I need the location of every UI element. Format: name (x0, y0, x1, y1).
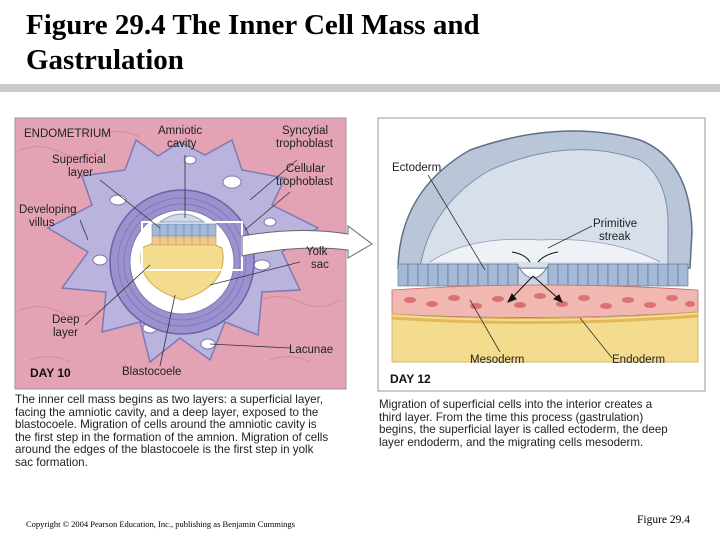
label-yolk-2: sac (311, 259, 329, 271)
label-syncytial-2: trophoblast (276, 138, 333, 150)
day10-caption: The inner cell mass begins as two layers… (15, 393, 363, 470)
day12-caption: Migration of superficial cells into the … (379, 398, 709, 449)
label-amniotic-cavity-1: Amniotic (158, 125, 203, 137)
figure-ref-footer: Figure 29.4 (637, 514, 691, 526)
label-developing-2: villus (29, 217, 55, 229)
superficial-layer-cells (151, 223, 217, 237)
caption-line: Migration of superficial cells into the … (379, 398, 653, 411)
label-endoderm: Endoderm (612, 354, 666, 366)
mesoderm-layer (391, 284, 699, 318)
primitive-streak (517, 264, 549, 287)
day10-leader-lines (79, 155, 301, 367)
label-blastocoele: Blastocoele (122, 366, 182, 378)
caption-line: layer endoderm, and the migrating cells … (379, 435, 644, 449)
label-syncytial-1: Syncytial (282, 125, 329, 137)
label-endometrium: ENDOMETRIUM (24, 128, 111, 140)
title-divider (0, 84, 720, 92)
caption-line: blastocoele. Migration of cells around t… (15, 418, 317, 432)
day10-label: DAY 10 (30, 366, 71, 380)
label-deep-2: layer (53, 327, 78, 339)
label-cellular-2: trophoblast (276, 176, 333, 188)
label-primitive-1: Primitive (593, 218, 638, 230)
ectoderm-cells (397, 263, 689, 287)
label-amniotic-cavity-2: cavity (167, 138, 197, 150)
caption-line: around the edges of the blastocoele is t… (15, 443, 314, 457)
caption-line: the first step in the formation of the a… (15, 430, 329, 444)
label-superficial-1: Superficial (52, 154, 106, 166)
copyright-footer: Copyright © 2004 Pearson Education, Inc.… (26, 519, 295, 529)
label-lacunae: Lacunae (289, 344, 334, 356)
label-ectoderm: Ectoderm (392, 162, 442, 174)
caption-line: begins, the superficial layer is called … (379, 423, 668, 437)
label-mesoderm: Mesoderm (470, 354, 525, 366)
day12-label: DAY 12 (390, 372, 431, 386)
caption-line: sac formation. (15, 455, 88, 469)
magnify-arrow (241, 225, 373, 259)
label-superficial-2: layer (68, 167, 93, 179)
endoderm-layer (391, 311, 699, 363)
caption-line: The inner cell mass begins as two layers… (15, 393, 324, 406)
caption-line: facing the amniotic cavity, and a deep l… (15, 405, 319, 419)
label-developing-1: Developing (19, 204, 77, 216)
label-cellular-1: Cellular (286, 163, 325, 175)
deep-layer-cells (151, 236, 217, 246)
caption-line: third layer. From the time this process … (379, 410, 644, 424)
label-yolk-1: Yolk (306, 246, 328, 258)
label-deep-1: Deep (52, 314, 80, 326)
mesoderm-cells (404, 293, 695, 309)
day12-leader-lines (427, 174, 613, 359)
slide-title: Figure 29.4 The Inner Cell Mass and Gast… (26, 9, 480, 76)
migration-arrows (506, 251, 563, 303)
label-primitive-2: streak (599, 231, 631, 243)
